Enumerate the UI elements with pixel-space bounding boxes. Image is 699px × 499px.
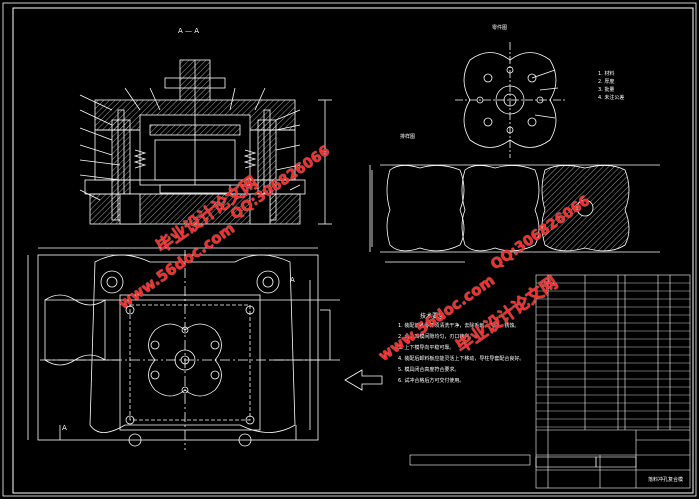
note-5: 5. 模具闭合高度符合要求。 bbox=[398, 367, 460, 373]
note-6: 6. 试冲合格后方可交付使用。 bbox=[398, 378, 465, 384]
parts-list-rows bbox=[536, 282, 690, 428]
notes-title: 技术要求 bbox=[420, 313, 445, 320]
title-block-text: 落料冲孔复合模 bbox=[648, 477, 684, 483]
part-note-2: 2. 厚度 bbox=[598, 79, 615, 85]
part-note-1: 1. 材料 bbox=[598, 71, 615, 77]
drawing-border-inner bbox=[12, 7, 694, 494]
part-note-3: 3. 批量 bbox=[598, 87, 615, 93]
note-4: 4. 装配后卸料板应能灵活上下移动，导柱导套配合良好。 bbox=[398, 356, 525, 362]
note-3: 3. 上下模导向平稳可靠。 bbox=[398, 345, 455, 351]
note-1: 1. 装配前各零件须清洗干净，去除毛刺、飞边、锈蚀。 bbox=[398, 323, 520, 329]
part-view-label: 零件图 bbox=[492, 25, 508, 31]
section-view bbox=[79, 59, 332, 225]
part-view bbox=[455, 42, 565, 158]
part-note-4: 4. 未注公差 bbox=[598, 95, 625, 101]
view-marker-top: A bbox=[290, 276, 295, 284]
section-label: A — A bbox=[178, 27, 200, 35]
parts-list bbox=[535, 274, 691, 489]
strip-view-label: 排样图 bbox=[400, 134, 416, 140]
plan-view bbox=[27, 247, 383, 450]
view-marker-bottom: A bbox=[62, 424, 67, 432]
strip-layout bbox=[369, 164, 660, 263]
note-2: 2. 凸、凹模间隙均匀，刃口锋利。 bbox=[398, 334, 475, 340]
balloon-callouts bbox=[409, 439, 690, 468]
